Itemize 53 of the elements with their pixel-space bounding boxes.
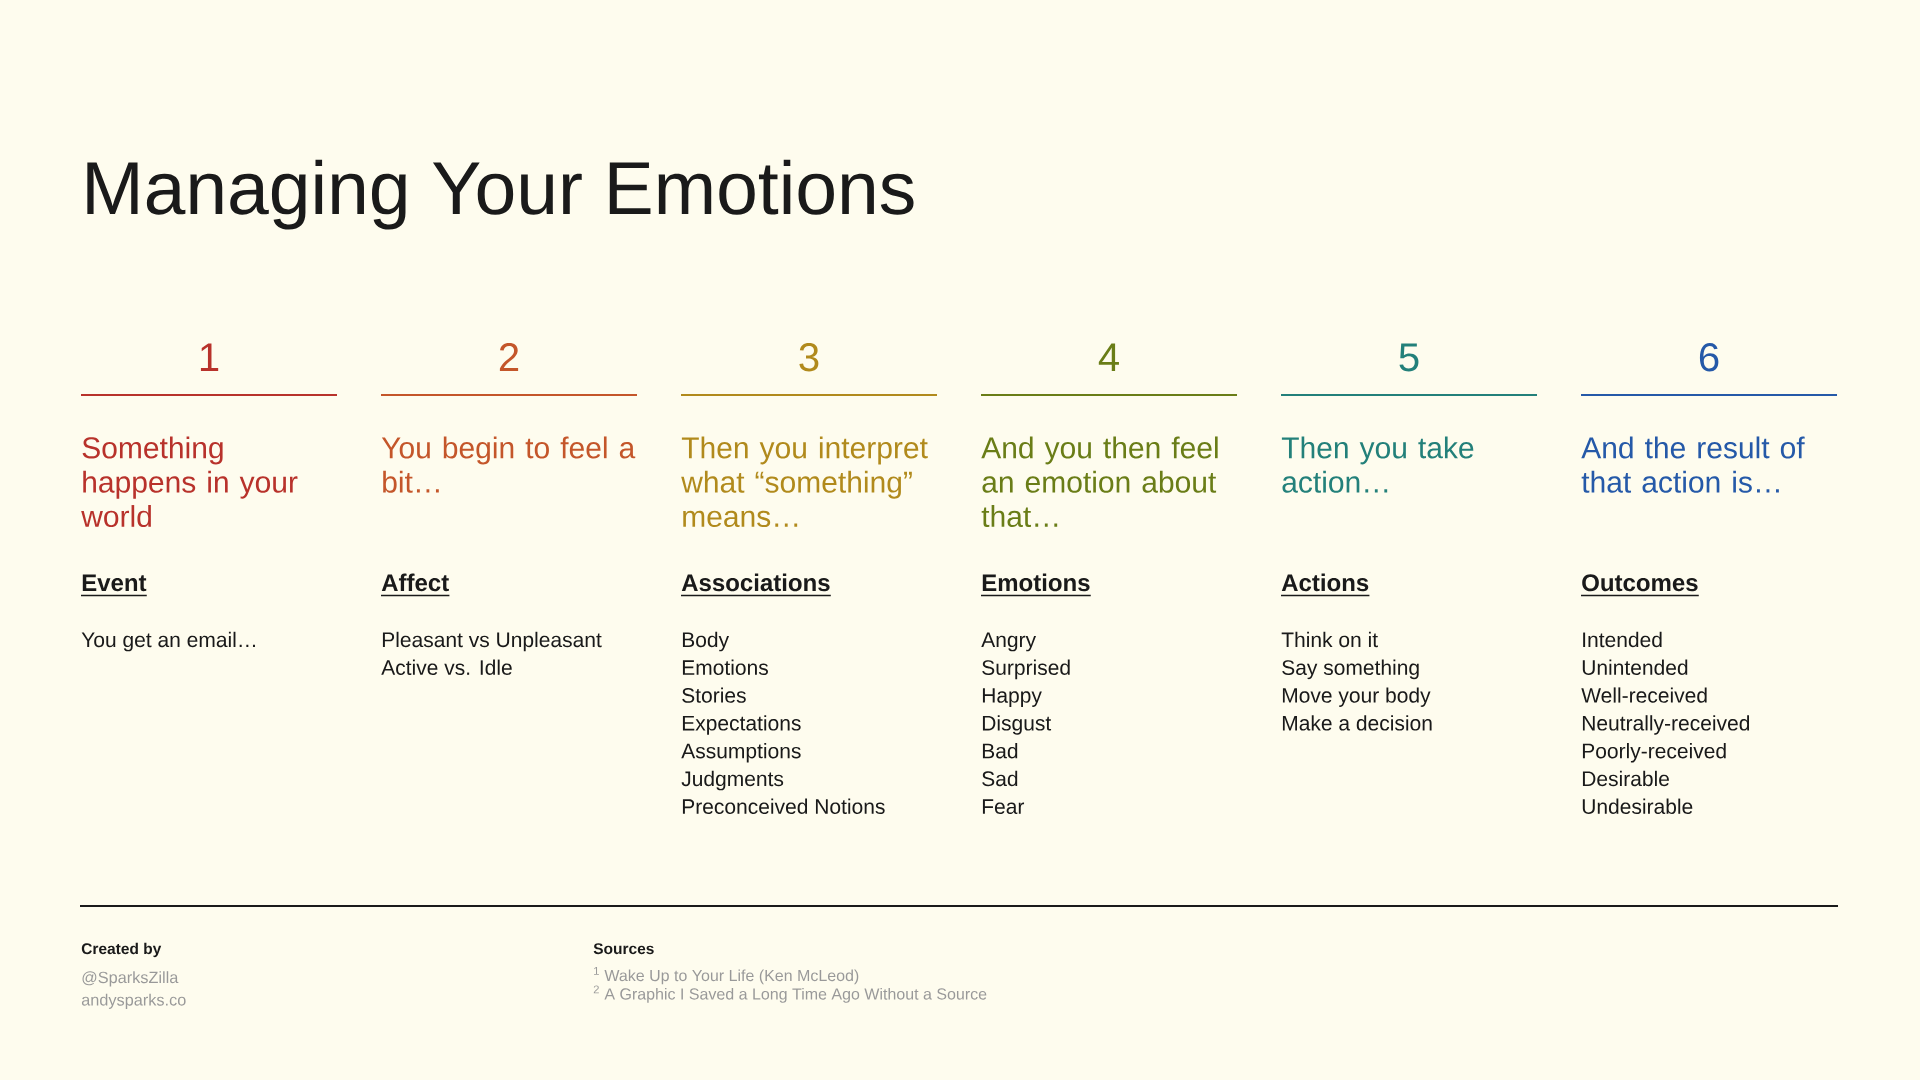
- list-item: Intended: [1583, 631, 1662, 648]
- list-item: Body: [682, 631, 730, 652]
- category-heading: Affect: [380, 573, 451, 597]
- list-item: Desirable: [1582, 770, 1669, 787]
- step-heading: Then you take action…: [1281, 436, 1474, 493]
- list-item: Say something: [1282, 659, 1419, 680]
- list-item: Poorly-received: [1582, 743, 1726, 763]
- footer-heading: Sources: [593, 943, 654, 955]
- category-heading: Outcomes: [1580, 574, 1700, 597]
- step-number: 6: [1699, 343, 1719, 372]
- list-item: Active vs. Idle: [381, 659, 512, 675]
- list-item: You get an email…: [81, 631, 255, 652]
- list-item: Surprised: [982, 659, 1070, 680]
- list-item: Pleasant vs Unpleasant: [382, 631, 602, 652]
- credit-text: andysparks.co: [81, 993, 186, 1009]
- list-item: Assumptions: [681, 743, 801, 763]
- list-item: Sad: [982, 770, 1018, 787]
- list-item: Disgust: [982, 715, 1052, 735]
- step-number: 4: [1098, 343, 1119, 371]
- step-heading: And the result of that action is…: [1581, 436, 1805, 493]
- list-item: Bad: [982, 743, 1018, 759]
- list-item: Preconceived Notions: [682, 798, 885, 814]
- list-item: Make a decision: [1282, 715, 1432, 731]
- credit-text: @SparksZilla: [82, 971, 179, 987]
- list-item: Stories: [682, 687, 746, 703]
- list-item: Undesirable: [1582, 798, 1693, 814]
- list-item: Think on it: [1281, 631, 1378, 648]
- category-heading: Associations: [680, 573, 832, 597]
- list-item: Fear: [982, 799, 1025, 814]
- step-heading: And you then feel an emotion about that…: [981, 436, 1218, 528]
- category-heading: Actions: [1280, 573, 1371, 597]
- step-number: 3: [799, 343, 819, 372]
- category-heading: Event: [80, 574, 148, 597]
- step-number: 2: [499, 343, 519, 371]
- footer-heading: Created by: [81, 942, 162, 958]
- step-heading: Then you interpret what “something” means…: [681, 436, 928, 528]
- source-note: $^{2}$ A Graphic I Saved a Long Time Ago Without a Source: [593, 985, 987, 1003]
- step-heading: You begin to feel a bit…: [381, 436, 636, 493]
- list-item: Happy: [982, 688, 1042, 707]
- list-item: Unintended: [1582, 659, 1688, 675]
- list-item: Neutrally-received: [1582, 715, 1750, 735]
- category-heading: Emotions: [980, 573, 1092, 597]
- step-number: 5: [1399, 343, 1419, 372]
- list-item: Emotions: [682, 659, 768, 675]
- list-item: Well-received: [1581, 687, 1707, 703]
- source-note: $^{1}$ Wake Up to Your Life (Ken McLeod): [594, 967, 859, 985]
- list-item: Move your body: [1282, 687, 1431, 707]
- list-item: Angry: [981, 632, 1036, 652]
- step-heading: Something happens in your world: [81, 436, 298, 528]
- list-item: Judgments: [681, 770, 784, 791]
- title: Managing Your Emotions: [87, 159, 914, 230]
- step-number: 1: [200, 343, 219, 371]
- list-item: Expectations: [682, 715, 801, 735]
